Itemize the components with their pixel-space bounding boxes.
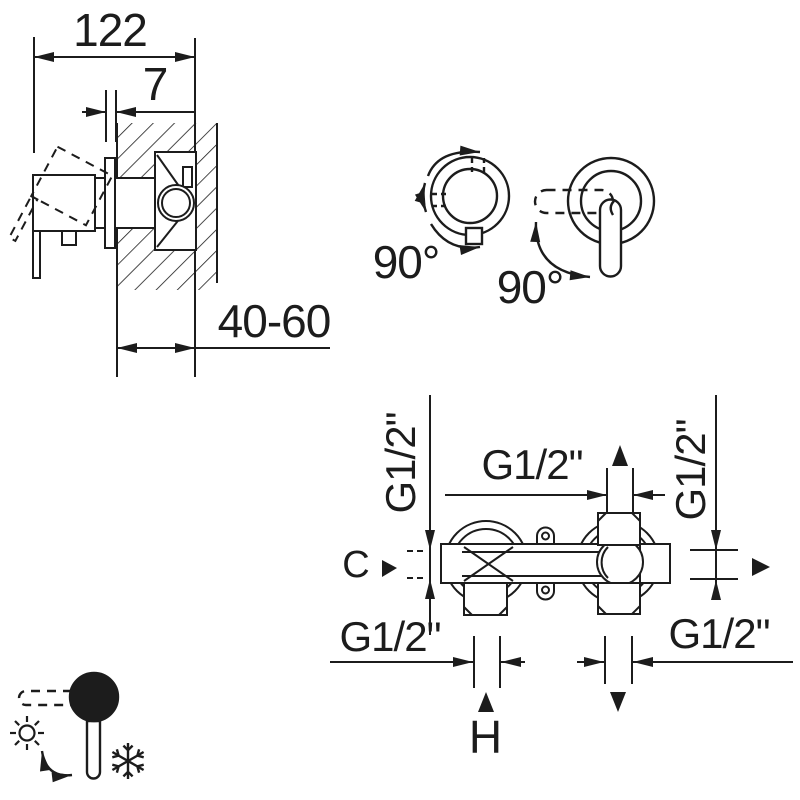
dimension-bottom-left-thread	[330, 636, 525, 688]
snowflake-icon	[111, 743, 145, 779]
dimension-bottom-right-thread	[577, 636, 793, 684]
rotation-arrow	[530, 221, 591, 281]
side-section-view	[7, 37, 330, 377]
thread-label-bottom-left: G1/2"	[339, 613, 442, 660]
lever-knob	[68, 671, 120, 723]
lever-handle	[85, 719, 102, 780]
handle-tilted-ghost	[7, 145, 114, 243]
flow-up-icon-top	[612, 445, 628, 466]
dimension-122	[33, 37, 195, 153]
flow-down-icon	[610, 692, 626, 712]
knob-rotation-view	[414, 145, 511, 256]
hot-marker-label: H	[468, 711, 502, 763]
hot-cold-legend	[10, 671, 145, 783]
lever-rotation-view	[530, 156, 656, 281]
cold-marker-label: C	[342, 544, 370, 586]
thread-label-left: G1/2"	[377, 412, 424, 514]
lever-ghost-horizontal	[17, 689, 72, 707]
knob-position-ghost-left	[432, 192, 446, 208]
mixer-plan-body	[440, 512, 671, 616]
mixer-body-section	[32, 151, 197, 279]
angle-label-knob: 90°	[372, 236, 441, 288]
thread-label-top: G1/2"	[481, 441, 584, 488]
flow-right-icon-side	[752, 558, 770, 576]
dimension-left-thread	[407, 395, 435, 635]
dim-label-install-depth: 40-60	[217, 295, 332, 347]
hot-cold-rotation-arrow	[39, 750, 73, 783]
knob-position-ghost-top	[470, 158, 486, 172]
thread-label-bottom-right: G1/2"	[668, 610, 771, 657]
dim-label-overall-width: 122	[73, 4, 148, 56]
dimension-top-thread	[445, 468, 665, 513]
rotation-arrows	[414, 145, 481, 256]
thread-label-right: G1/2"	[667, 419, 714, 521]
connection-view	[330, 395, 793, 712]
dim-label-trim-thickness: 7	[142, 58, 169, 110]
sun-icon	[10, 716, 44, 750]
angle-label-lever: 90°	[496, 261, 565, 313]
lever-vertical	[598, 198, 623, 278]
dimension-7	[82, 90, 195, 142]
flow-up-icon-hot	[478, 692, 494, 712]
mounting-ears	[536, 526, 555, 601]
dimension-right-thread	[690, 395, 738, 600]
flow-right-icon-cold	[382, 560, 397, 577]
